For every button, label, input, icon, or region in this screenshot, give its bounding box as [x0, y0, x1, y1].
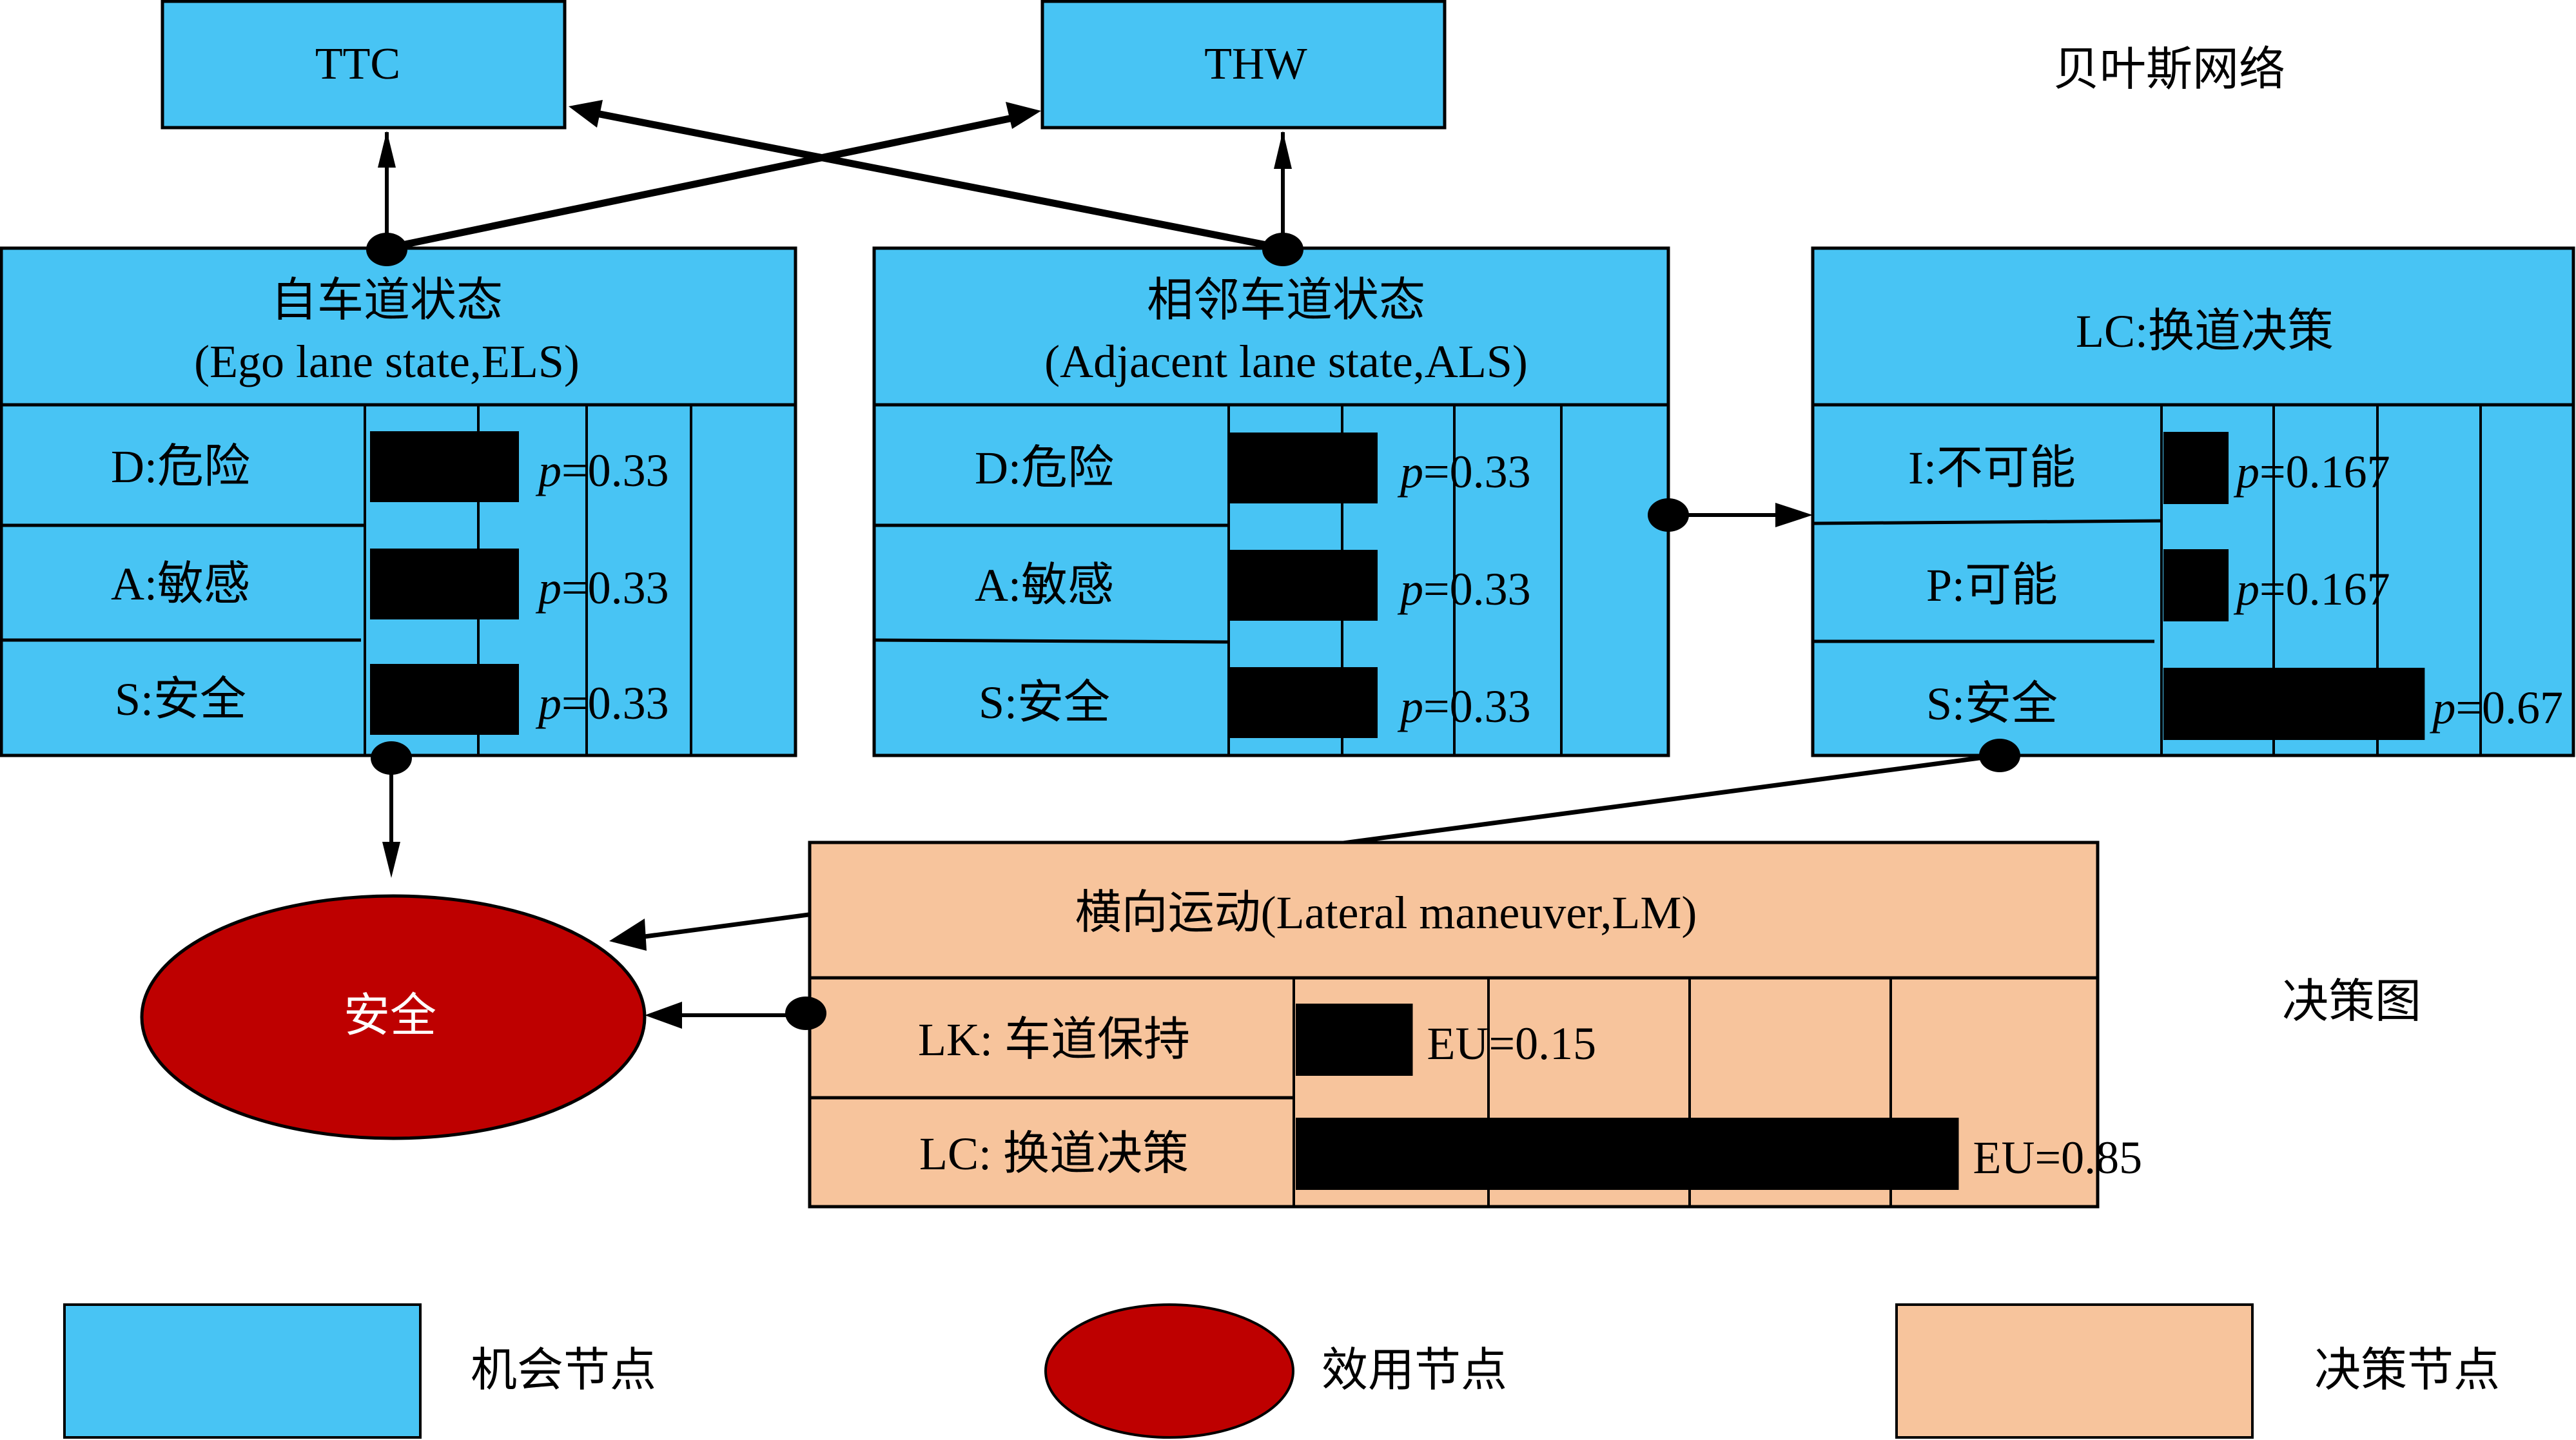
state-row[interactable]: S:安全 p=0.33 [979, 667, 1531, 738]
connector-dot-icon [1648, 498, 1689, 532]
state-value: p=0.33 [1397, 681, 1531, 732]
probability-bar [1229, 550, 1378, 621]
state-label: A:敏感 [975, 559, 1114, 611]
legend-label: 效用节点 [1322, 1345, 1507, 1396]
state-label: LC: 换道决策 [919, 1128, 1189, 1180]
state-value: p=0.67 [2429, 682, 2563, 734]
state-value: p=0.33 [535, 562, 669, 614]
state-label: P:可能 [1926, 559, 2058, 611]
state-row[interactable]: I:不可能 p=0.167 [1908, 432, 2390, 504]
connector-dot-icon [371, 741, 412, 775]
node-thw[interactable]: THW [1040, 0, 1447, 130]
state-row[interactable]: D:危险 p=0.33 [111, 431, 669, 502]
node-ttc[interactable]: TTC [161, 0, 567, 130]
state-label: A:敏感 [111, 558, 250, 610]
state-row[interactable]: A:敏感 p=0.33 [975, 550, 1531, 621]
legend-item-utility: 效用节点 [1044, 1303, 1507, 1439]
state-label: S:安全 [1926, 678, 2058, 730]
probability-bar [2163, 549, 2229, 621]
arrowhead-icon [1775, 503, 1813, 527]
state-label: LK: 车道保持 [918, 1014, 1190, 1065]
state-row[interactable]: S:安全 p=0.67 [1926, 668, 2563, 740]
probability-bar [2163, 668, 2425, 740]
connector-dots [366, 233, 2020, 1030]
node-ttc-label: TTC [315, 39, 400, 89]
node-lm[interactable]: 横向运动(Lateral maneuver,LM) LK: 车道保持 EU=0.1… [808, 841, 2142, 1209]
state-label: D:危险 [975, 442, 1114, 494]
edge-als-ttc [582, 107, 1284, 252]
state-value: p=0.167 [2233, 563, 2390, 615]
connector-dot-icon [785, 997, 826, 1030]
legend-item-decision: 决策节点 [1895, 1303, 2500, 1439]
legend-label: 机会节点 [471, 1345, 656, 1396]
decision-node-swatch [1895, 1303, 2254, 1439]
probability-bar [370, 549, 519, 619]
node-thw-label: THW [1204, 39, 1307, 89]
probability-bar [1296, 1118, 1959, 1190]
als-title-cn: 相邻车道状态 [1147, 275, 1425, 326]
probability-bar [1229, 667, 1378, 738]
chance-node-swatch [63, 1303, 422, 1439]
legend-label: 决策节点 [2314, 1345, 2500, 1396]
state-label: S:安全 [115, 674, 246, 725]
state-row[interactable]: A:敏感 p=0.33 [111, 549, 669, 619]
state-value: p=0.33 [1397, 563, 1531, 615]
lm-title: 横向运动(Lateral maneuver,LM) [1075, 887, 1697, 939]
state-row[interactable]: LK: 车道保持 EU=0.15 [918, 1004, 1596, 1076]
arrowhead-icon [569, 100, 603, 128]
legend-item-chance: 机会节点 [63, 1303, 656, 1439]
probability-bar [370, 664, 519, 735]
state-label: S:安全 [979, 677, 1110, 728]
els-title-cn: 自车道状态 [271, 275, 503, 326]
state-row[interactable]: D:危险 p=0.33 [975, 433, 1531, 503]
state-label: I:不可能 [1908, 442, 2076, 494]
arrowhead-icon [378, 131, 396, 168]
state-row[interactable]: LC: 换道决策 EU=0.85 [919, 1118, 2142, 1190]
state-value: p=0.33 [535, 445, 669, 496]
node-als[interactable]: 相邻车道状态 (Adjacent lane state,ALS) D:危险 p=0… [872, 246, 1670, 757]
als-title-en: (Adjacent lane state,ALS) [1044, 336, 1528, 387]
state-value: p=0.167 [2233, 446, 2390, 498]
probability-bar [370, 431, 519, 502]
safety-label: 安全 [344, 990, 436, 1042]
state-label: D:危险 [111, 441, 250, 492]
state-value: p=0.33 [1397, 446, 1531, 498]
arrowhead-icon [1006, 102, 1041, 129]
legend: 机会节点 效用节点 决策节点 [63, 1303, 2500, 1439]
node-safety[interactable]: 安全 [140, 894, 647, 1140]
state-value: p=0.33 [535, 677, 669, 729]
decision-graph-label: 决策图 [2282, 976, 2421, 1027]
connector-dot-icon [366, 233, 407, 266]
arrowhead-icon [1274, 131, 1292, 169]
state-row[interactable]: P:可能 p=0.167 [1926, 549, 2390, 621]
arrowhead-icon [645, 1002, 682, 1029]
arrowhead-icon [382, 842, 400, 878]
utility-node-swatch [1044, 1303, 1294, 1439]
lc-title: LC:换道决策 [2076, 306, 2334, 357]
arrowhead-icon [609, 919, 647, 951]
probability-bar [1229, 433, 1378, 503]
connector-dot-icon [1979, 739, 2020, 772]
state-value: EU=0.15 [1427, 1018, 1597, 1069]
edge-els-thw [385, 111, 1029, 252]
state-value: EU=0.85 [1973, 1132, 2143, 1183]
els-title-en: (Ego lane state,ELS) [194, 336, 580, 387]
state-row[interactable]: S:安全 p=0.33 [115, 664, 669, 735]
probability-bar [2163, 432, 2229, 504]
bayes-network-label: 贝叶斯网络 [2053, 44, 2285, 95]
probability-bar [1296, 1004, 1413, 1076]
connector-dot-icon [1262, 233, 1303, 266]
